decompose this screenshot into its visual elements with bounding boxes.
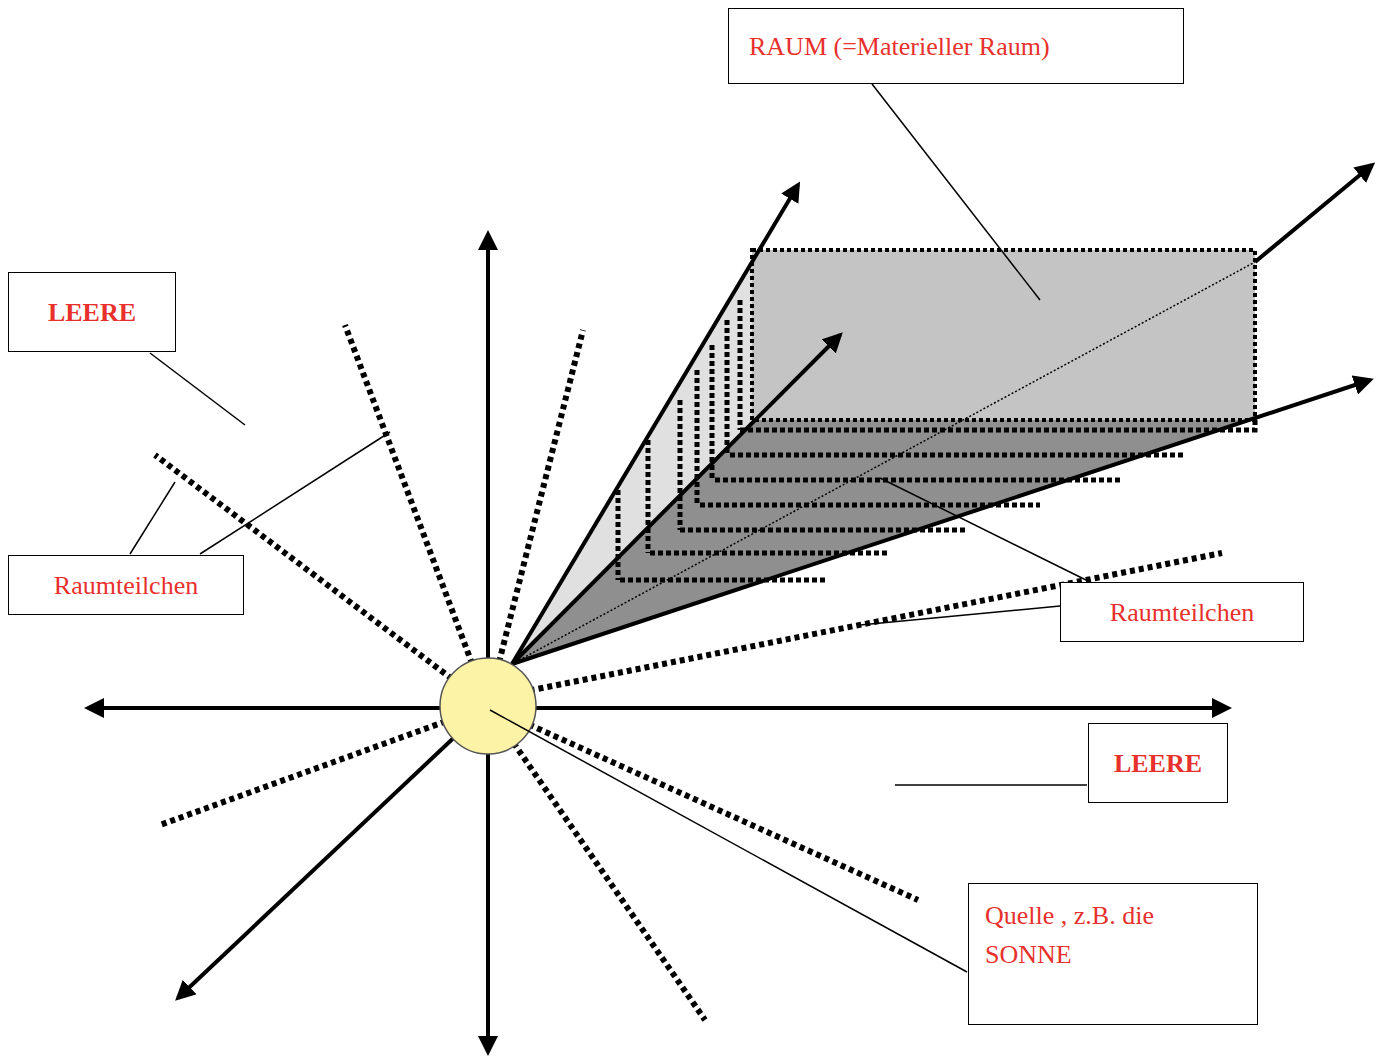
box-label: Quelle , z.B. die SONNE bbox=[985, 896, 1241, 974]
dotted-border bbox=[752, 250, 1255, 420]
material-space bbox=[752, 250, 1255, 420]
void-box: LEERE bbox=[8, 272, 176, 352]
box-label: LEERE bbox=[1114, 744, 1202, 783]
dotted-stack bbox=[618, 300, 1255, 580]
leader-lines bbox=[130, 84, 1088, 972]
box-label: Raumteilchen bbox=[54, 566, 198, 605]
source-box: Quelle , z.B. die SONNE bbox=[968, 883, 1258, 1025]
void-box: LEERE bbox=[1088, 723, 1228, 803]
thin-dotted-ray bbox=[512, 262, 1255, 664]
box-label: Raumteilchen bbox=[1110, 593, 1254, 632]
box-label: LEERE bbox=[48, 293, 136, 332]
particle-box: Raumteilchen bbox=[8, 555, 244, 615]
particle-box: Raumteilchen bbox=[1060, 582, 1304, 642]
space-box: RAUM (=Materieller Raum) bbox=[728, 8, 1184, 84]
box-label: RAUM (=Materieller Raum) bbox=[749, 27, 1050, 66]
sun-circle bbox=[440, 658, 536, 754]
space-arrows bbox=[512, 165, 1372, 664]
